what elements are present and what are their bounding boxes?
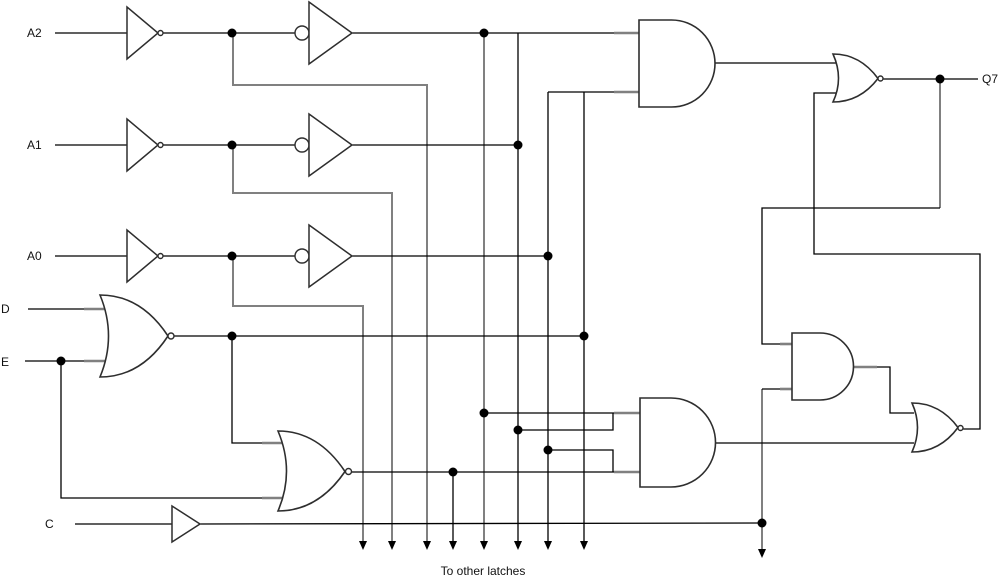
inverter-a0-stage2-icon: [294, 223, 354, 289]
inverter-a0-stage1-icon: [126, 228, 164, 284]
input-label-c: C: [45, 517, 54, 531]
inverter-a2-stage2-icon: [294, 0, 354, 66]
nor-gate-latch-icon: [910, 402, 964, 453]
nor-gate-q7-icon: [831, 53, 884, 103]
signal-wires: [25, 32, 981, 541]
nor-gate-c-e-icon: [276, 430, 353, 512]
nor-gate-d-e-icon: [98, 294, 175, 378]
labels: A2 A1 A0 D E C Q7 To other latches: [1, 26, 998, 578]
input-label-a2: A2: [27, 26, 42, 40]
and-gate-feedback-icon: [791, 332, 855, 401]
to-other-latches-arrows: [359, 541, 766, 558]
inverter-a1-stage1-icon: [126, 117, 164, 173]
output-label-q7: Q7: [982, 72, 998, 86]
junction-dots: [56, 28, 945, 528]
buffer-c-icon: [171, 504, 202, 544]
gate-input-stubs: [84, 31, 877, 500]
input-label-a0: A0: [27, 249, 42, 263]
inverter-a1-stage2-icon: [294, 112, 354, 178]
and-gate-decode-bottom-icon: [639, 397, 717, 488]
input-label-d: D: [1, 302, 10, 316]
complement-bus-wires: [232, 33, 941, 549]
input-label-a1: A1: [27, 138, 42, 152]
inverter-a2-stage1-icon: [126, 5, 164, 61]
input-label-e: E: [1, 355, 9, 369]
caption-to-other-latches: To other latches: [441, 564, 526, 578]
and-gate-decode-top-icon: [638, 19, 716, 108]
